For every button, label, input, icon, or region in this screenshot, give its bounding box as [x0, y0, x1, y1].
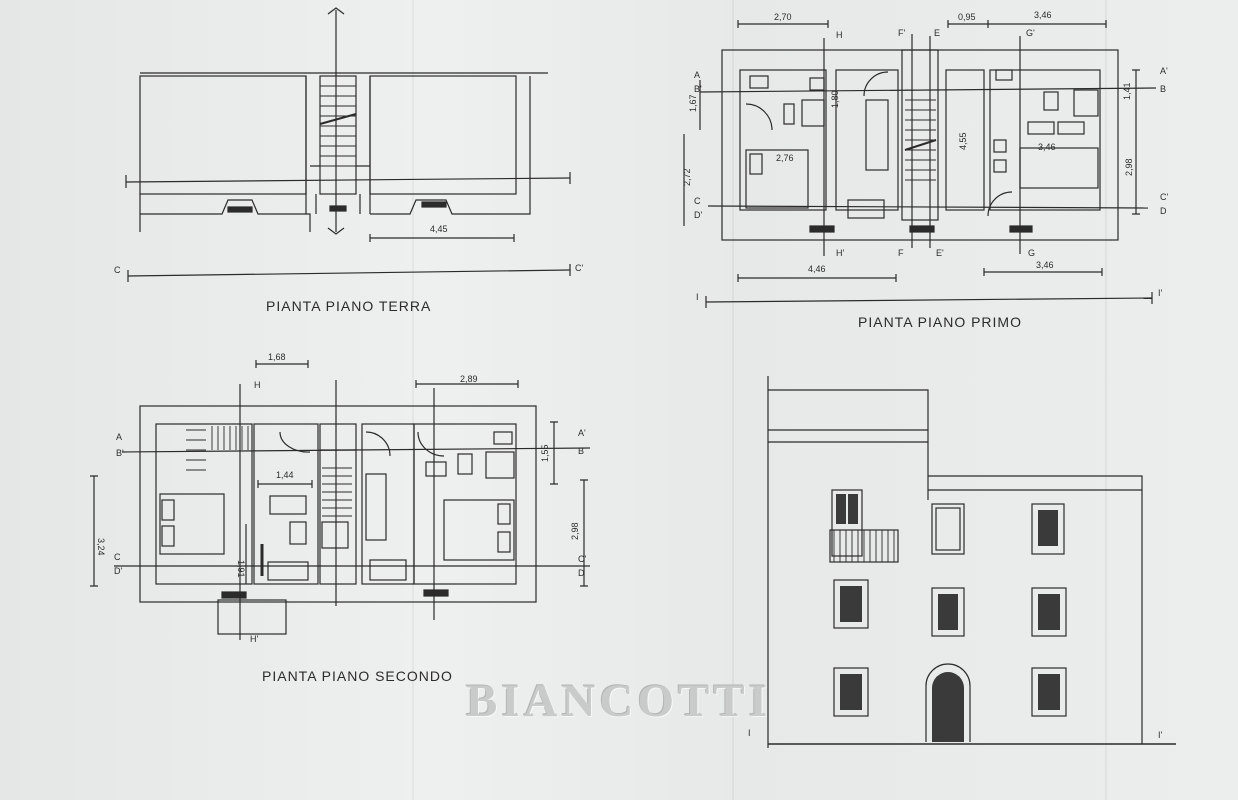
section-mark: F' [898, 28, 905, 38]
window-row [833, 579, 1067, 637]
dimension-label: 2,98 [1124, 158, 1134, 176]
watermark-logo: BIANCOTTI [465, 675, 771, 727]
section-mark: H [254, 380, 261, 390]
dimension-label: 3,46 [1036, 260, 1054, 270]
dimension-label: 4,45 [430, 224, 448, 234]
dimension-label: 1,68 [268, 352, 286, 362]
stair-treads [320, 85, 356, 167]
section-mark: D [578, 568, 585, 578]
stair-treads [905, 89, 936, 181]
dimension-label: 1,41 [1122, 82, 1132, 100]
section-mark: C' [578, 554, 586, 564]
stair-treads [186, 426, 249, 471]
section-mark: G [1028, 248, 1035, 258]
dimension-label: 4,55 [958, 132, 968, 150]
dimension-label: 1,44 [276, 470, 294, 480]
section-mark: C [114, 552, 121, 562]
dimension-label: 4,46 [808, 264, 826, 274]
section-mark: B [578, 446, 584, 456]
section-mark: I' [1158, 288, 1163, 298]
section-mark: I [696, 292, 699, 302]
dimension-label: 2,72 [682, 168, 692, 186]
window-row [829, 489, 1065, 563]
plan-ground-floor [125, 7, 571, 282]
dimension-label: 1,80 [830, 90, 840, 108]
section-mark: C [694, 196, 701, 206]
section-mark: I' [1158, 730, 1163, 740]
plan-second-floor [90, 360, 591, 640]
plan-first-floor [683, 20, 1157, 308]
dimension-label: 2,76 [776, 153, 794, 163]
section-mark: A' [1160, 66, 1168, 76]
section-mark: D [1160, 206, 1167, 216]
paper-fold-line [1105, 0, 1107, 800]
section-mark: A [694, 70, 700, 80]
dimension-label: 1,91 [236, 560, 246, 578]
section-mark: C' [1160, 192, 1168, 202]
section-mark: B [1160, 84, 1166, 94]
dimension-label: 1,55 [540, 444, 550, 462]
dimension-label: 2,89 [460, 374, 478, 384]
section-mark: A' [578, 428, 586, 438]
section-mark: A [116, 432, 122, 442]
section-mark: B' [694, 84, 702, 94]
paper-fold-line [412, 0, 414, 800]
dimension-label: 3,46 [1038, 142, 1056, 152]
dimension-label: 1,67 [688, 94, 698, 112]
section-mark: F [898, 248, 904, 258]
section-mark: E [934, 28, 940, 38]
paper-fold-line [732, 0, 734, 800]
section-mark: D' [694, 210, 702, 220]
section-mark: C [114, 265, 121, 275]
section-mark: G' [1026, 28, 1035, 38]
section-mark: D' [114, 566, 122, 576]
section-mark: B' [116, 448, 124, 458]
section-mark: H' [836, 248, 844, 258]
dimension-label: 0,95 [958, 12, 976, 22]
section-mark: E' [936, 248, 944, 258]
stair-treads [322, 467, 352, 517]
section-mark: H [836, 30, 843, 40]
title-piano-terra: PIANTA PIANO TERRA [266, 298, 432, 314]
dimension-label: 3,46 [1034, 10, 1052, 20]
title-piano-primo: PIANTA PIANO PRIMO [858, 314, 1022, 330]
dimension-label: 2,98 [570, 522, 580, 540]
dimension-label: 2,70 [774, 12, 792, 22]
section-mark: C' [575, 263, 583, 273]
title-piano-secondo: PIANTA PIANO SECONDO [262, 668, 453, 684]
elevation [767, 376, 1176, 748]
window-row [833, 663, 1067, 742]
section-mark: I [748, 728, 751, 738]
section-mark: H' [250, 634, 258, 644]
dimension-label: 3,24 [96, 538, 106, 556]
